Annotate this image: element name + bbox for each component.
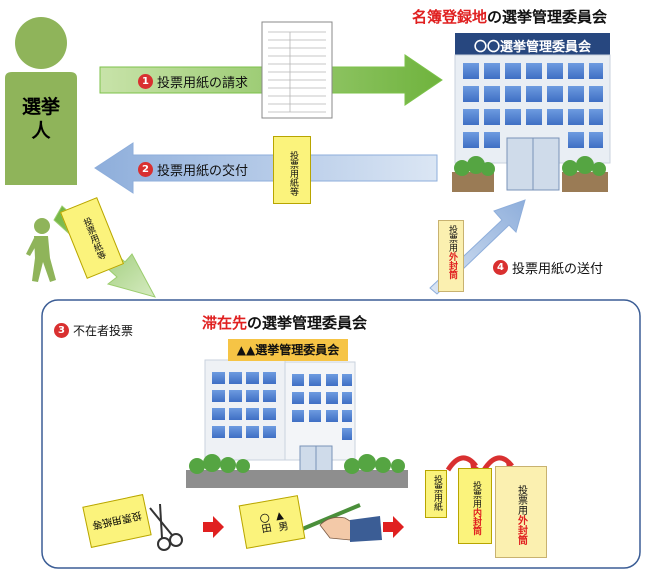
application-form (261, 21, 333, 119)
title-top-highlight: 名簿登録地 (412, 8, 488, 26)
pen-hand-icon (299, 503, 382, 542)
step-arrow-1 (203, 516, 224, 538)
building-bottom-sign: ▲▲選挙管理委員会 (228, 339, 348, 361)
building-top-sign: 〇〇選挙管理委員会 (473, 40, 591, 55)
envelope-issued: 投票用紙等 (273, 136, 311, 204)
title-stay-committee: 滞在先の選挙管理委員会 (202, 312, 367, 333)
envelope-opened-text: 投票用紙等 (90, 508, 143, 530)
walking-person-icon (26, 218, 56, 282)
outer-envelope-sent-pre: 投票用 (446, 225, 457, 252)
title-registered-committee: 名簿登録地の選挙管理委員会 (412, 6, 607, 27)
title-bottom-rest: の選挙管理委員会 (247, 314, 368, 332)
outer-envelope-mark: 外封筒 (515, 515, 527, 545)
outer-envelope-pre: 投票用 (515, 485, 527, 515)
outer-envelope-sent: 投票用外封筒 (438, 220, 464, 292)
scissors-icon (149, 503, 183, 551)
step-3-text: 不在者投票 (73, 324, 134, 338)
step-1-label: 1 投票用紙の請求 (138, 72, 248, 91)
inner-envelope-pre: 投票用 (470, 481, 481, 508)
ballot-paper-text: 投票用紙 (431, 475, 442, 511)
step-2-text: 投票用紙の交付 (157, 164, 249, 179)
step-4-number: 4 (493, 260, 508, 275)
inner-envelope: 投票用内封筒 (458, 468, 492, 544)
step-1-number: 1 (138, 74, 153, 89)
inner-envelope-mark: 内封筒 (470, 508, 481, 535)
step-4-text: 投票用紙の送付 (512, 262, 604, 277)
arrow-issue (94, 142, 438, 194)
ballot-name-top: 〇田 (256, 512, 271, 535)
outer-envelope: 投票用外封筒 (495, 466, 547, 558)
envelope-carried-text: 投票用紙等 (80, 216, 107, 262)
step-3-label: 3 不在者投票 (54, 322, 133, 339)
step-arrow-2 (383, 516, 404, 538)
step-2-label: 2 投票用紙の交付 (138, 160, 248, 179)
voter-label: 選挙人 (22, 96, 61, 142)
ballot-name-bottom: ▲男 (273, 509, 288, 532)
step-1-text: 投票用紙の請求 (157, 76, 249, 91)
building-top (452, 33, 611, 192)
title-bottom-highlight: 滞在先 (202, 314, 248, 332)
ballot-paper: 投票用紙 (425, 470, 447, 518)
outer-envelope-sent-mark: 外封筒 (446, 252, 457, 279)
step-2-number: 2 (138, 162, 153, 177)
step-4-label: 4 投票用紙の送付 (493, 258, 603, 277)
voter-figure (5, 17, 77, 185)
step-3-number: 3 (54, 323, 69, 338)
insert-arrows (445, 455, 514, 472)
building-bottom (186, 359, 408, 488)
envelope-issued-text: 投票用紙等 (287, 151, 298, 196)
title-top-rest: の選挙管理委員会 (487, 8, 608, 26)
